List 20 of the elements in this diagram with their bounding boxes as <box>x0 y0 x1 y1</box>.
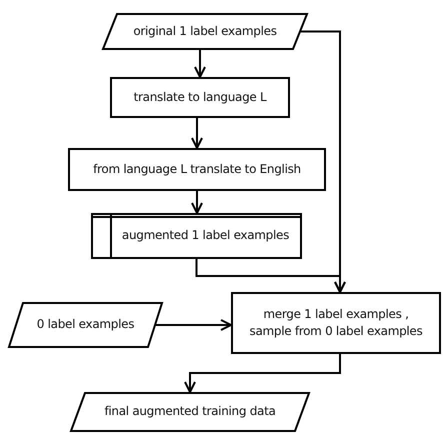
data-parallelogram <box>102 13 308 50</box>
node-label: from language L translate to English <box>93 160 301 178</box>
arrow <box>194 50 206 78</box>
node-label: translate to language L <box>134 88 266 106</box>
node-label: original 1 label examples <box>133 22 277 40</box>
node-label: 0 label examples <box>36 316 134 334</box>
process-box <box>110 77 290 118</box>
arrow <box>191 191 203 214</box>
arrow <box>191 118 203 149</box>
node-label: merge 1 label examples , sample from 0 label examples <box>248 306 424 340</box>
arrow <box>155 319 232 331</box>
arrow <box>300 30 346 293</box>
predefined-process-box <box>91 213 302 259</box>
node-label: final augmented training data <box>104 403 276 420</box>
data-parallelogram <box>70 392 310 432</box>
data-parallelogram <box>8 302 163 348</box>
process-box <box>231 292 441 354</box>
node-label: augmented 1 label examples <box>122 227 290 244</box>
process-box <box>68 148 326 191</box>
arrow <box>184 354 341 393</box>
